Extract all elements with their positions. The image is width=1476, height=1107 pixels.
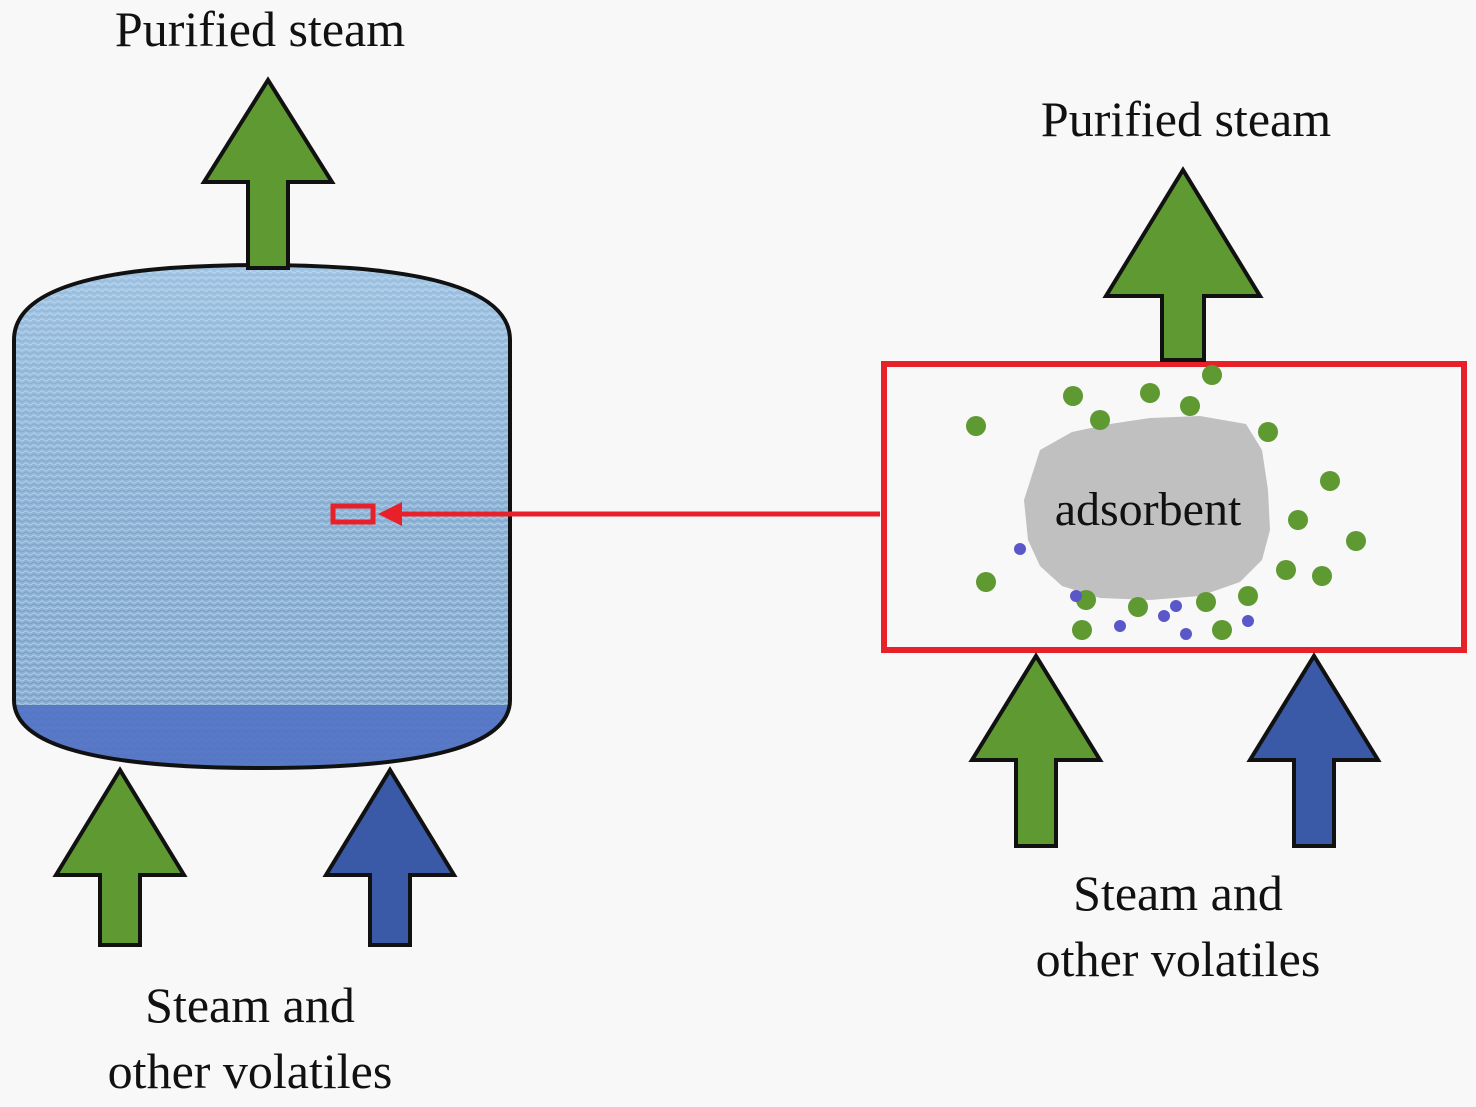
steam-molecule-dot (1180, 396, 1200, 416)
zoom-region-marker (330, 503, 376, 525)
volatile-molecule-dot (1170, 600, 1182, 612)
vessel-liquid-layer (14, 705, 510, 768)
left-steam-inlet-arrow (52, 766, 188, 947)
left-outlet-label: Purified steam (115, 1, 405, 57)
steam-molecule-dot (1346, 531, 1366, 551)
left-outlet-arrow (200, 76, 336, 270)
right-inlet-label-line1: Steam and (1073, 865, 1283, 921)
volatile-molecule-dot (1114, 620, 1126, 632)
steam-molecule-dot (1196, 592, 1216, 612)
steam-molecule-dot (1288, 510, 1308, 530)
volatile-molecule-dot (1070, 590, 1082, 602)
left-inlet-label-line1: Steam and (145, 977, 355, 1033)
steam-molecule-dot (1276, 560, 1296, 580)
steam-molecule-dot (976, 572, 996, 592)
steam-molecule-dot (1258, 422, 1278, 442)
steam-molecule-dot (1320, 471, 1340, 491)
volatile-molecule-dot (1180, 628, 1192, 640)
callout-arrowhead (378, 502, 402, 526)
steam-molecule-dot (1202, 365, 1222, 385)
right-steam-inlet-arrow (968, 652, 1104, 848)
molecule-dots (966, 365, 1366, 640)
adsorption-vessel (12, 263, 512, 771)
volatile-molecule-dot (1242, 615, 1254, 627)
left-volatiles-inlet-arrow (322, 766, 458, 947)
right-outlet-arrow (1102, 166, 1264, 362)
steam-molecule-dot (1140, 383, 1160, 403)
steam-molecule-dot (1212, 620, 1232, 640)
steam-molecule-dot (1072, 620, 1092, 640)
volatile-molecule-dot (1158, 610, 1170, 622)
right-outlet-label: Purified steam (1041, 91, 1331, 147)
steam-molecule-dot (966, 416, 986, 436)
right-volatiles-inlet-arrow (1246, 652, 1382, 848)
steam-molecule-dot (1312, 566, 1332, 586)
adsorbent-label: adsorbent (1055, 483, 1242, 536)
steam-molecule-dot (1128, 597, 1148, 617)
steam-molecule-dot (1238, 586, 1258, 606)
steam-molecule-dot (1063, 386, 1083, 406)
volatile-molecule-dot (1014, 543, 1026, 555)
vessel-outline (12, 263, 512, 771)
adsorbent-particle (1024, 416, 1270, 600)
left-inlet-label-line2: other volatiles (108, 1043, 393, 1099)
right-inlet-label-line2: other volatiles (1036, 931, 1321, 987)
steam-molecule-dot (1090, 410, 1110, 430)
